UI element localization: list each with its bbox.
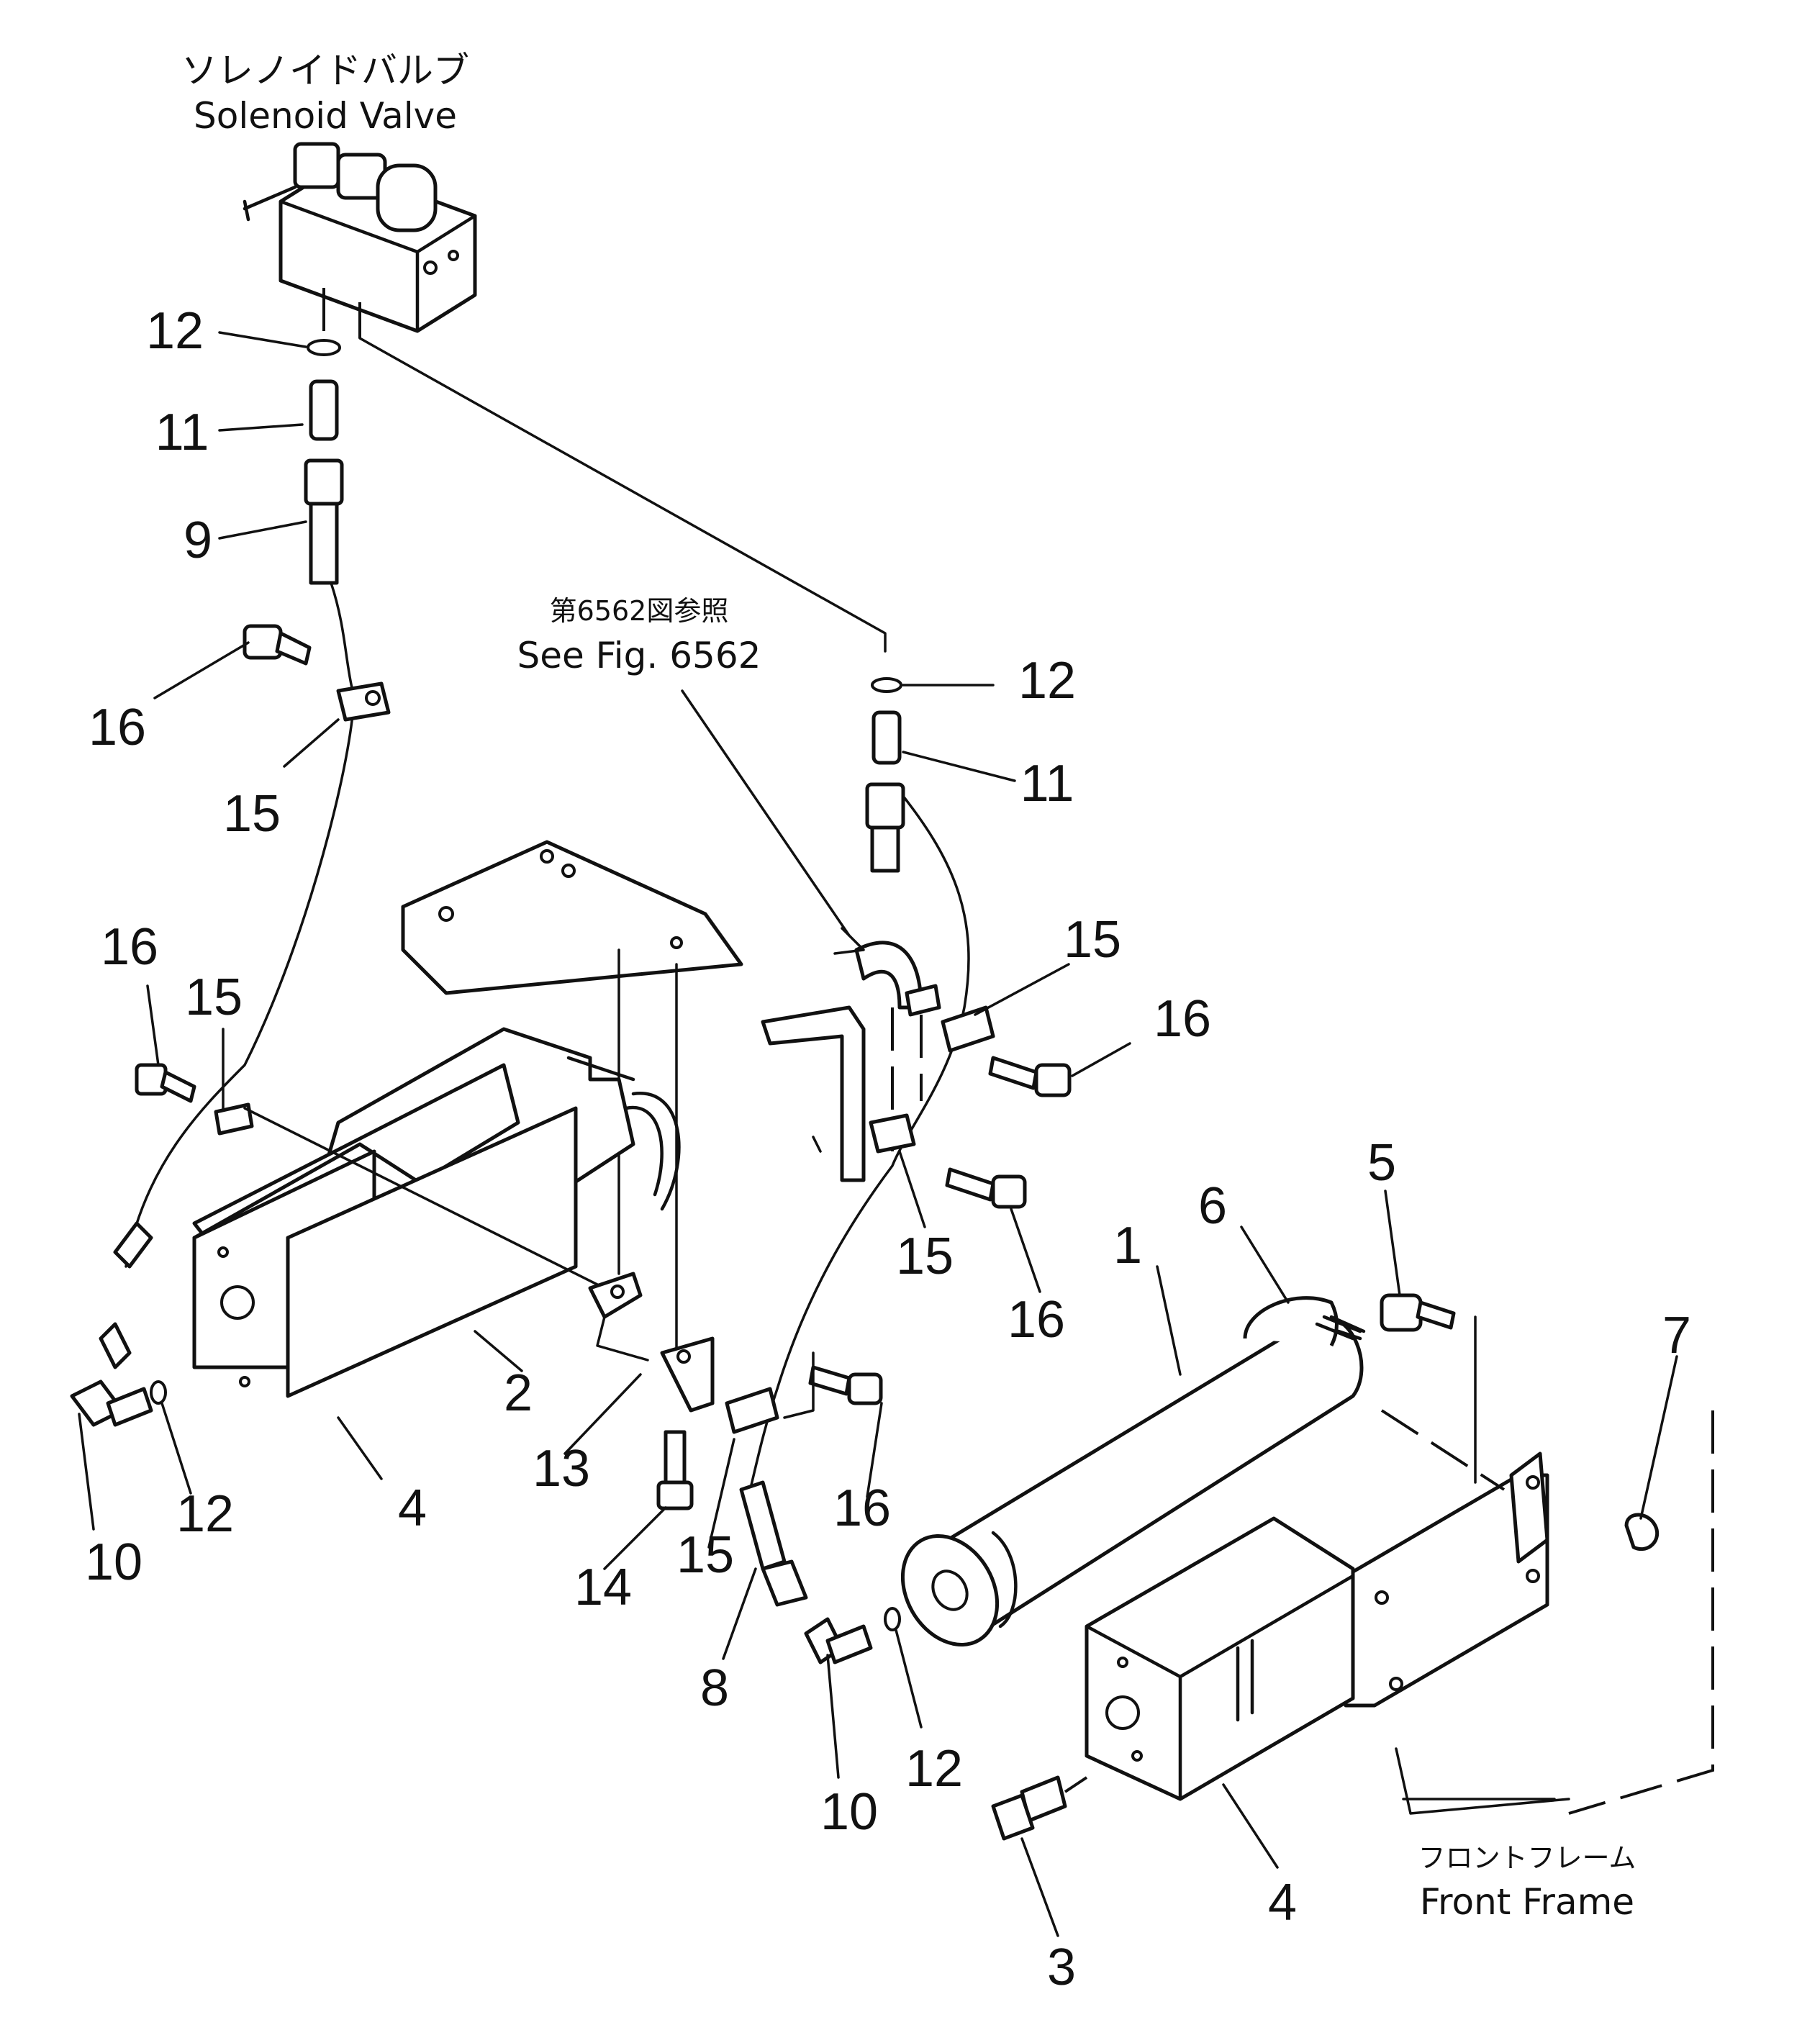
front-frame-en: Front Frame [1420,1881,1634,1923]
part-number: 8 [700,1659,729,1717]
part-numbers: 12 11 9 16 15 16 15 12 11 15 16 15 16 1 … [85,302,1691,1996]
right-upper-fittings [865,677,905,873]
part-number: 4 [398,1480,427,1537]
part-number: 15 [1064,911,1121,969]
part-number: 12 [905,1740,963,1798]
lower-left-fittings [70,1221,167,1427]
clamps-center [725,984,995,1434]
left-housing [192,1027,681,1398]
bolt-3 [991,1775,1088,1841]
part-number: 13 [533,1440,590,1498]
see-fig-en: See Fig. 6562 [517,635,761,676]
part-number: 15 [676,1526,734,1584]
part-number: 15 [896,1228,954,1285]
part-number: 6 [1198,1177,1227,1235]
right-housing [1085,1516,1355,1801]
part-number: 12 [176,1485,234,1543]
part-number: 3 [1047,1939,1076,1996]
hose-8 [739,1480,808,1607]
solenoid-valve [243,142,477,338]
front-frame-outline [1395,1410,1714,1815]
part-number: 1 [1113,1217,1142,1274]
part-number: 14 [574,1559,632,1616]
part-number: 11 [1020,755,1074,812]
solenoid-valve-en: Solenoid Valve [194,95,457,137]
solenoid-valve-jp: ソレノイドバルブ [181,50,469,91]
bracket-13 [588,1272,715,1413]
part-number: 10 [85,1534,142,1591]
part-number: 2 [504,1364,533,1422]
part-number: 9 [184,512,212,569]
part-number: 16 [1154,990,1211,1048]
part-number: 5 [1367,1134,1396,1192]
part-number: 16 [89,699,146,756]
part-number: 16 [1008,1291,1065,1349]
clamp-top-left [243,624,391,722]
left-upper-fittings [124,339,355,1268]
upper-bracket-plate [401,840,743,1354]
part-number: 4 [1268,1874,1297,1931]
part-number: 15 [185,969,243,1026]
part-number: 12 [146,302,204,360]
tube-cross [243,1107,606,1290]
bolt-14 [656,1430,694,1510]
accumulator-1 [900,1296,1366,1646]
part-number: 15 [223,785,281,843]
tube-valve-to-right [358,337,887,653]
callout-front-frame: フロントフレーム Front Frame [1418,1842,1636,1923]
bolts-center [783,1056,1072,1419]
part-number: 16 [101,918,158,976]
part-number: 10 [820,1783,878,1841]
part-number: 12 [1018,652,1076,710]
lower-center-fittings [804,1607,901,1664]
callout-see-fig: 第6562図参照 See Fig. 6562 [517,595,761,676]
callout-solenoid-valve: ソレノイドバルブ Solenoid Valve [181,50,469,137]
front-frame-jp: フロントフレーム [1418,1842,1636,1874]
part-number: 11 [155,404,209,461]
part-number: 16 [833,1480,891,1537]
see-fig-jp: 第6562図参照 [550,595,729,627]
right-bracket [1344,1293,1660,1708]
clamp-left-mid [135,1063,254,1136]
part-number: 7 [1662,1307,1691,1364]
leader-lines [78,331,1678,1937]
